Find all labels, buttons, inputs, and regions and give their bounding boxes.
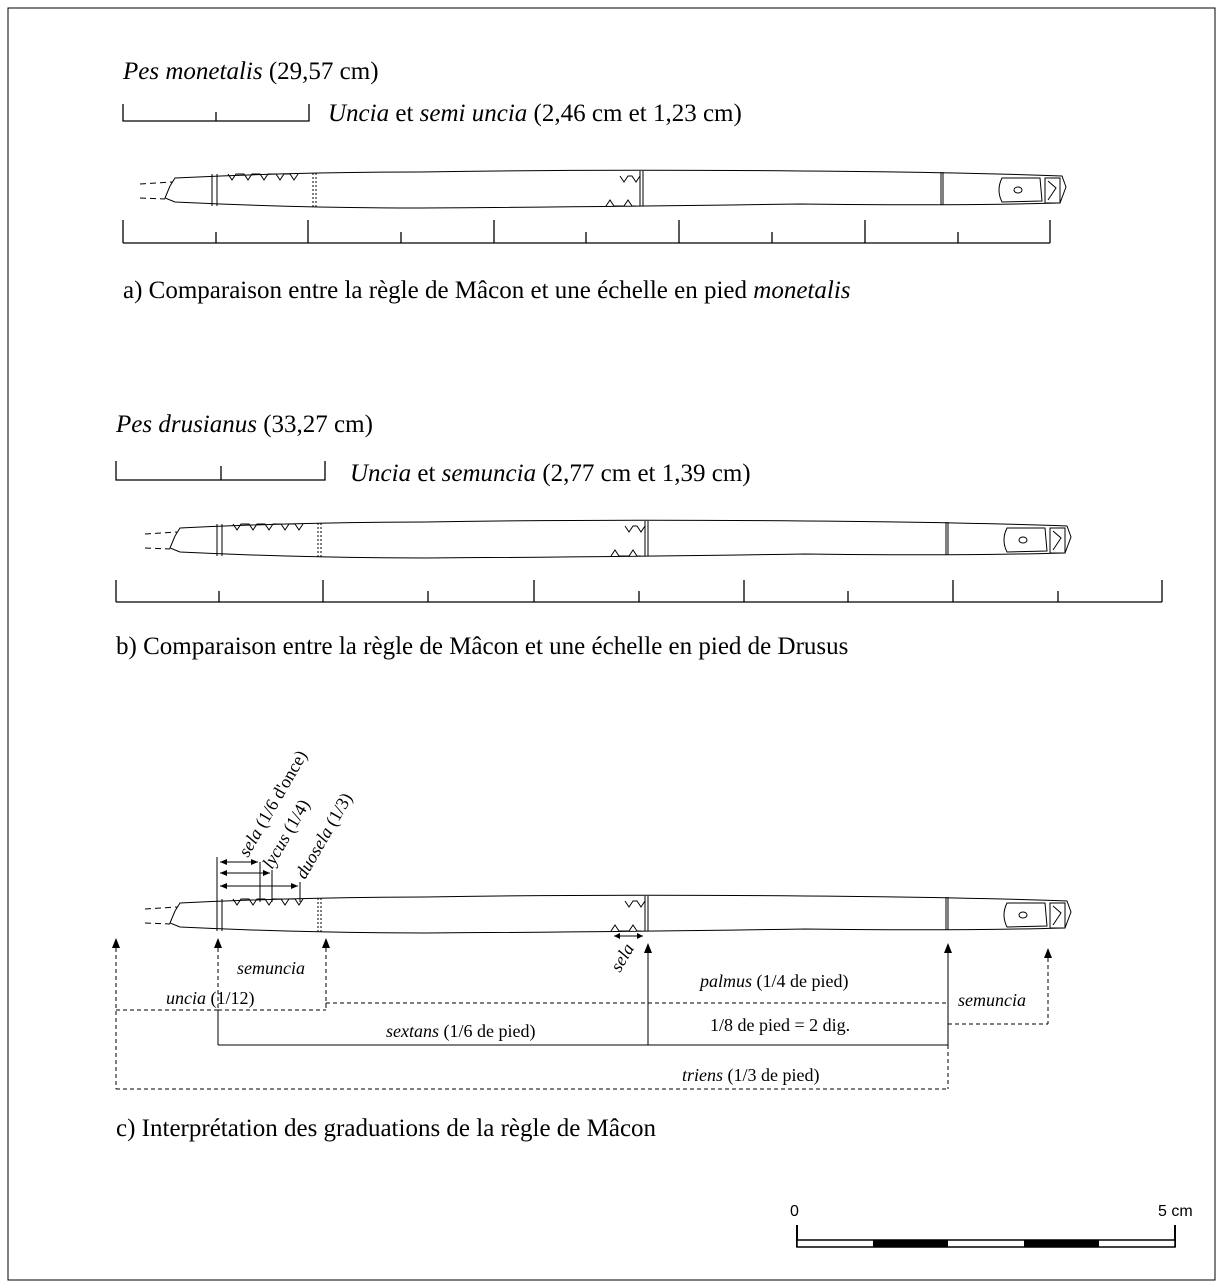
panel-a: Pes monetalis (29,57 cm) Uncia et semi u… [122, 58, 1067, 304]
panel-a-heading: Pes monetalis (29,57 cm) [122, 58, 379, 85]
panel-a-caption: a) Comparaison entre la règle de Mâcon e… [123, 277, 851, 304]
label-eighth-foot: 1/8 de pied = 2 dig. [710, 1015, 850, 1035]
panel-a-macon-ruler [139, 169, 1067, 209]
panel-b-unit-label: Uncia et semuncia (2,77 cm et 1,39 cm) [350, 460, 751, 487]
panel-b-macon-ruler [144, 519, 1072, 559]
scale-bar: 0 5 cm [790, 1203, 1193, 1248]
label-palmus: palmus (1/4 de pied) [698, 971, 848, 992]
panel-c-caption: c) Interprétation des graduations de la … [116, 1115, 657, 1142]
panel-c-bands [116, 1002, 1048, 1090]
label-uncia: uncia (1/12) [166, 988, 255, 1009]
label-sextans: sextans (1/6 de pied) [386, 1021, 535, 1042]
panel-b: Pes drusianus (33,27 cm) Uncia et semunc… [115, 411, 1163, 660]
label-triens: triens (1/3 de pied) [682, 1065, 819, 1086]
panel-b-drusus-scale [115, 580, 1163, 603]
panel-c-macon-ruler [144, 894, 1072, 934]
panel-c-connectors [112, 938, 1052, 1089]
label-sela-right: sela [606, 940, 638, 975]
panel-c-sela-arrow [614, 933, 643, 939]
panel-c: sela (1/6 d'once) lycus (1/4) duosela (1… [112, 747, 1072, 1142]
label-semuncia-left: semuncia [237, 958, 305, 978]
label-semuncia-right: semuncia [958, 990, 1026, 1010]
panel-a-monetalis-scale [122, 220, 1051, 244]
panel-b-caption: b) Comparaison entre la règle de Mâcon e… [116, 633, 848, 660]
panel-c-subdivision-arrows [216, 857, 301, 902]
scale-bar-end: 5 cm [1158, 1203, 1193, 1220]
panel-a-unit-label: Uncia et semi uncia (2,46 cm et 1,23 cm) [328, 100, 742, 127]
panel-b-heading: Pes drusianus (33,27 cm) [115, 411, 373, 438]
figure-border [7, 7, 1216, 1281]
scale-bar-zero: 0 [790, 1203, 799, 1220]
